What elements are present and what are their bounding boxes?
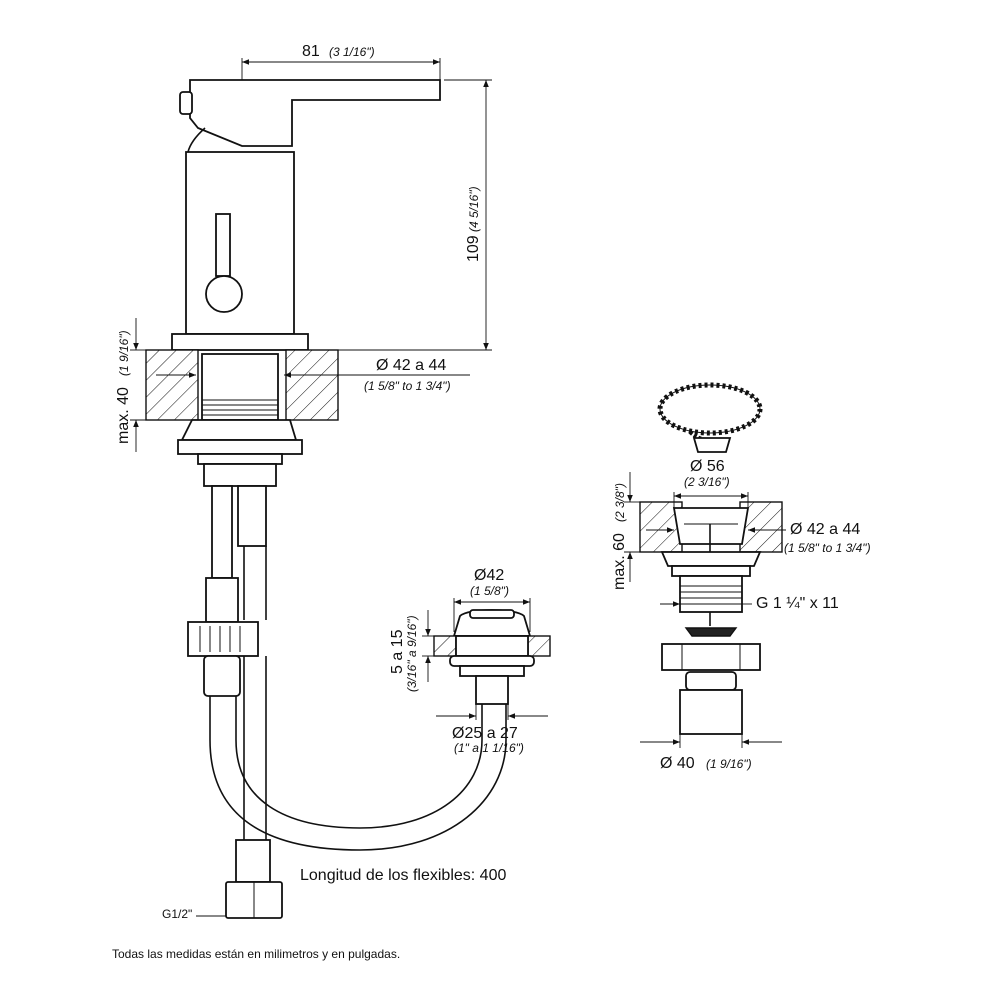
faucet-width-label: 81 — [302, 43, 320, 60]
drain-deck-inch-label: (2 3/8") — [613, 483, 627, 522]
faucet-deck-label: max. 40 — [115, 387, 132, 444]
faucet-hole-inch-label: (1 5/8" to 1 3/4") — [364, 379, 451, 393]
spout-hole-inch-label: (1" a 1 1/16") — [454, 741, 524, 755]
faucet-body — [171, 79, 441, 351]
drain-deck-label: max. 60 — [611, 533, 628, 590]
drain-thread-label: G 1 ¼" x 11 — [756, 595, 839, 612]
hose-length-label: Longitud de los flexibles: 400 — [300, 867, 506, 884]
faucet-hole-label: Ø 42 a 44 — [376, 357, 446, 374]
drain-hole-inch-label: (1 5/8" to 1 3/4") — [784, 541, 871, 555]
drain-plug-dia-inch-label: (2 3/16") — [684, 475, 730, 489]
faucet-height-inch-label: (4 5/16") — [467, 186, 481, 232]
drain-plug-dia-label: Ø 56 — [690, 458, 725, 475]
spout-hole-label: Ø25 a 27 — [452, 725, 518, 742]
spout-thickness-label: 5 a 15 — [389, 629, 406, 674]
dimension-lines — [130, 58, 786, 917]
spout-fitting — [433, 609, 551, 705]
spout-dia-label: Ø42 — [474, 567, 504, 584]
drain-hole-label: Ø 42 a 44 — [790, 521, 860, 538]
spout-thickness-inch-label: (3/16" a 9/16") — [405, 615, 419, 692]
footer-note: Todas las medidas están en milimetros y … — [112, 947, 400, 961]
drain-assembly — [639, 382, 783, 735]
hoses — [187, 485, 507, 919]
drain-outlet-dia-inch-label: (1 9/16") — [706, 757, 752, 771]
faucet-deck-inch-label: (1 9/16") — [117, 330, 131, 376]
faucet-height-label: 109 — [465, 235, 482, 262]
spout-dia-inch-label: (1 5/8") — [470, 584, 509, 598]
faucet-width-inch-label: (3 1/16") — [329, 45, 375, 59]
faucet-deck — [145, 349, 339, 487]
labels: 81 (3 1/16") 109 (4 5/16") max. 40 (1 9/… — [112, 43, 871, 961]
hose-thread-label: G1/2" — [162, 907, 192, 921]
drain-outlet-dia-label: Ø 40 — [660, 755, 695, 772]
